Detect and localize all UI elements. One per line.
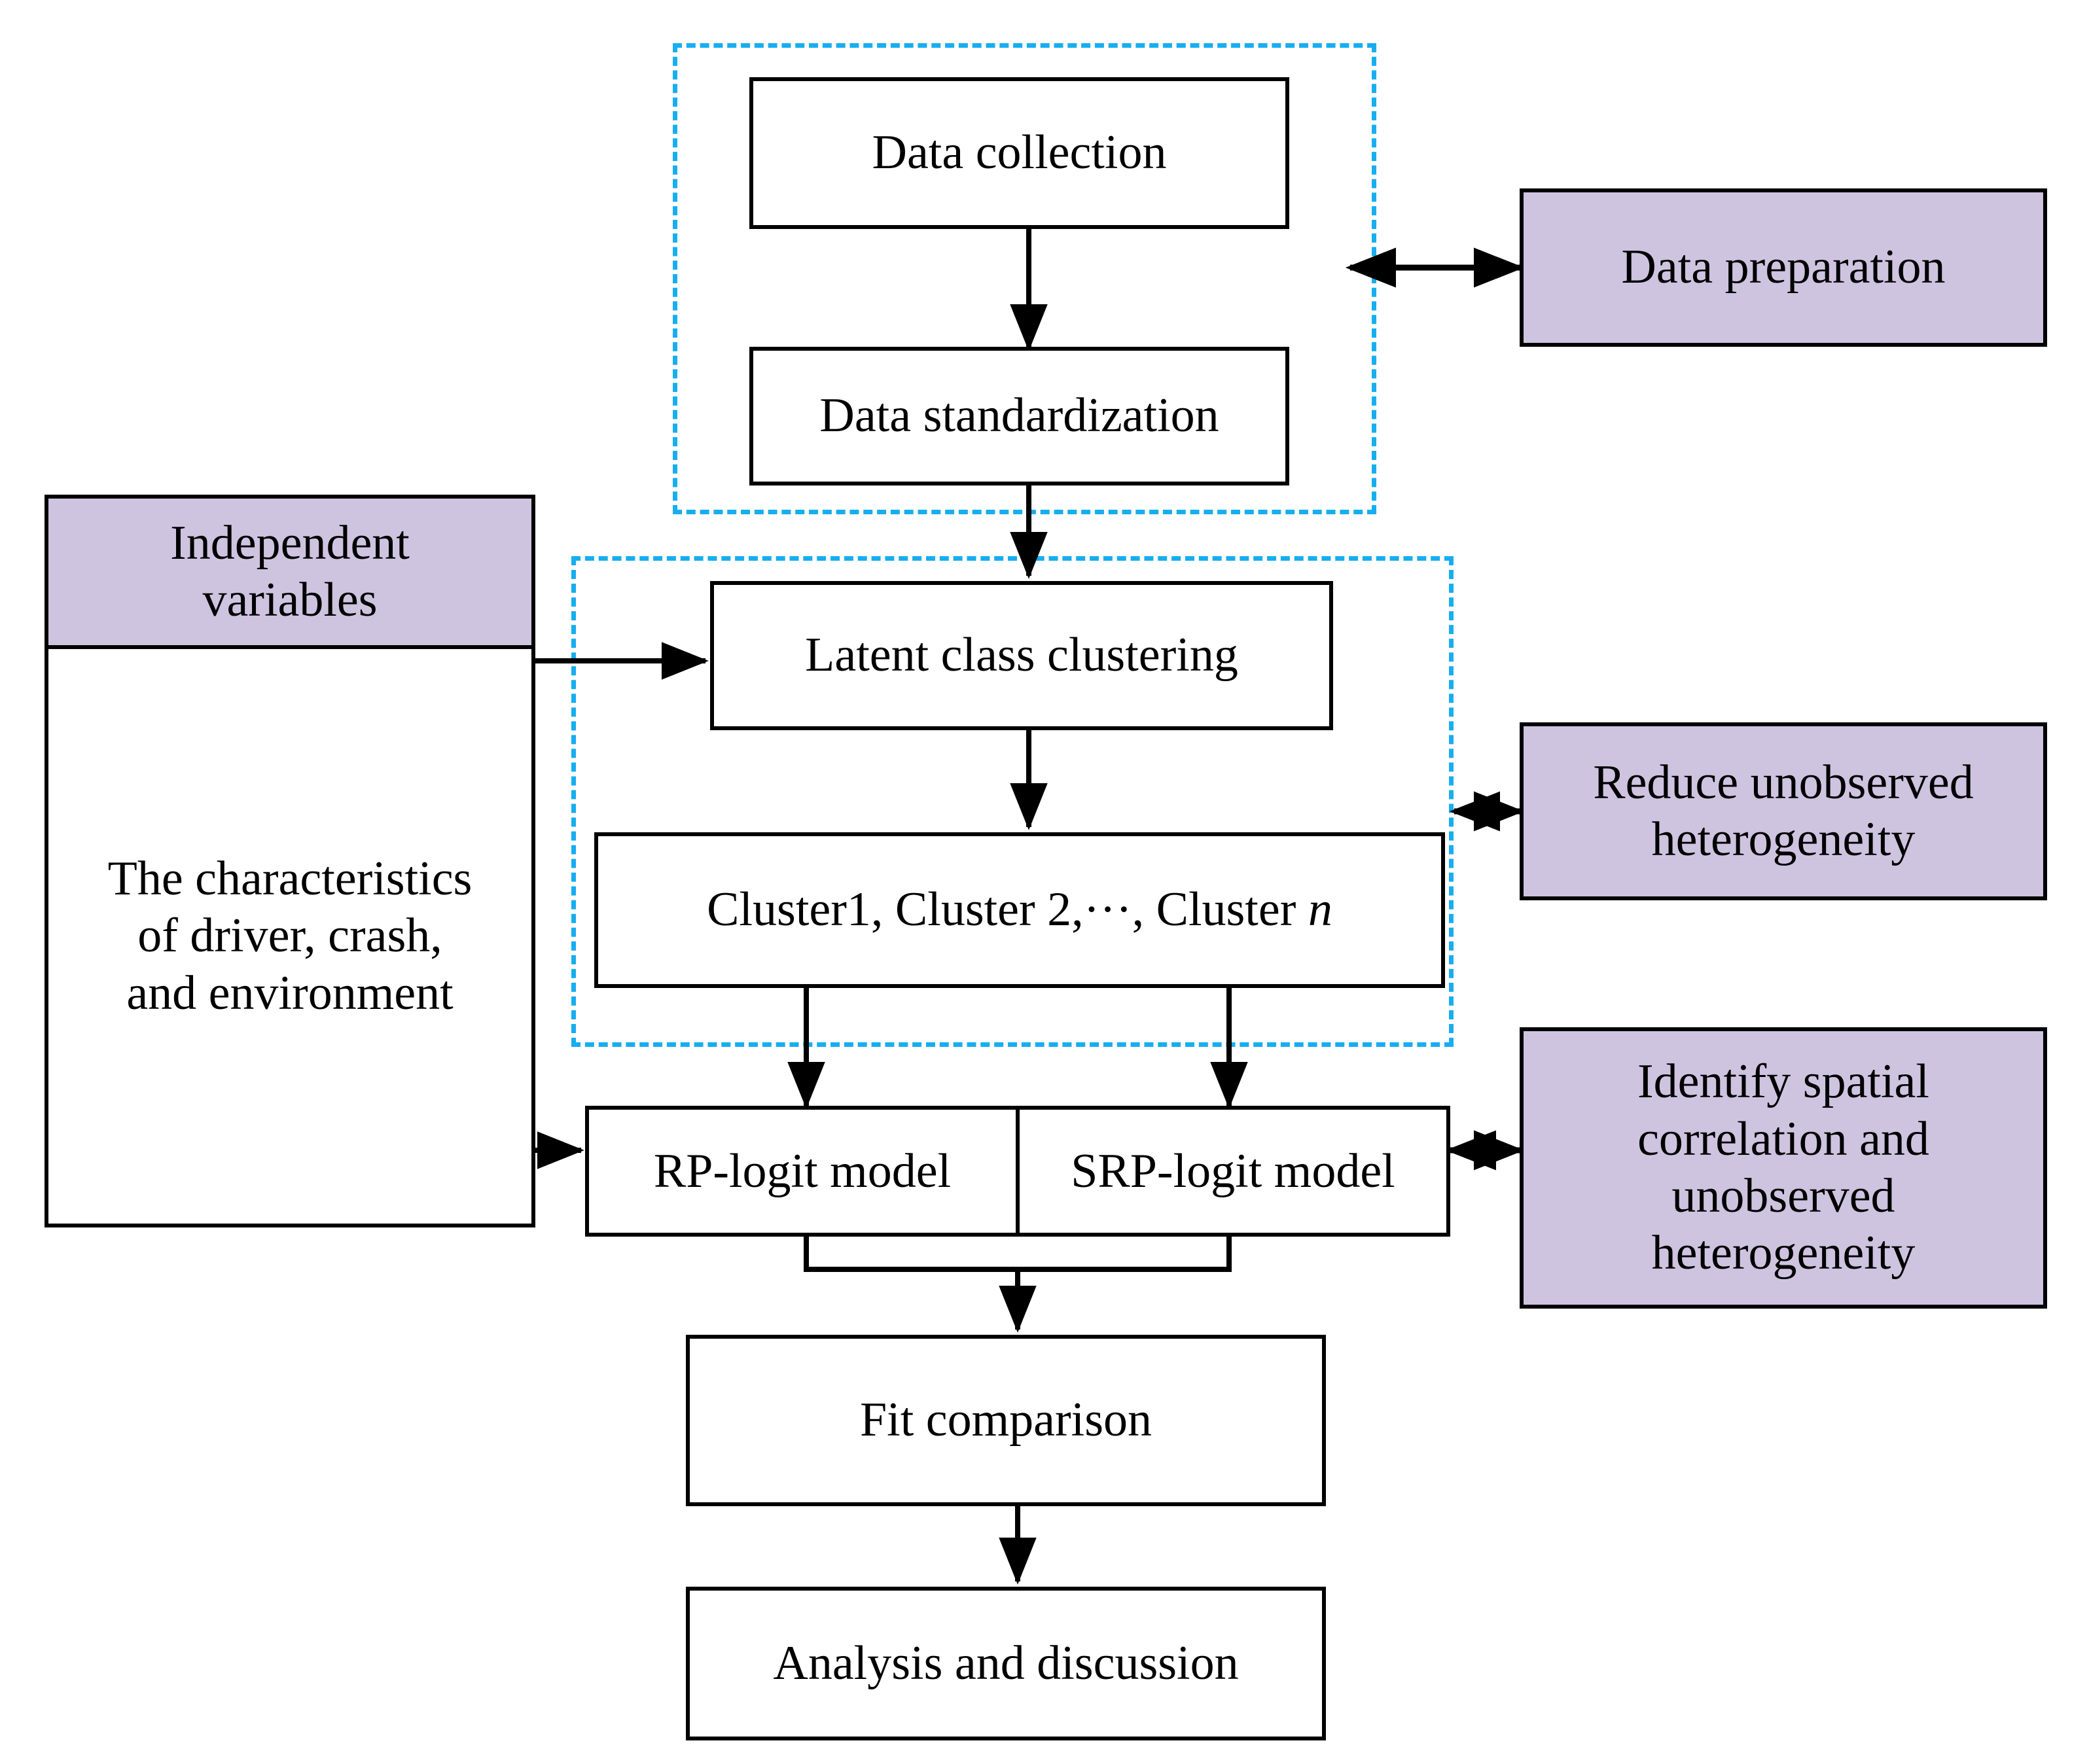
node-data-standardization[interactable]: Data standardization: [749, 347, 1289, 485]
node-independent-variables-label: Independent variables: [170, 516, 410, 627]
node-srp-logit-model-label: SRP-logit model: [1071, 1144, 1395, 1198]
node-rp-logit-model[interactable]: RP-logit model: [589, 1110, 1020, 1233]
node-identify-spatial-correlation[interactable]: Identify spatial correlation and unobser…: [1520, 1027, 2047, 1309]
node-rp-logit-model-label: RP-logit model: [653, 1144, 952, 1198]
node-clusters-italic-n: n: [1308, 883, 1332, 937]
node-latent-class-clustering[interactable]: Latent class clustering: [710, 581, 1333, 730]
node-data-collection[interactable]: Data collection: [749, 77, 1289, 229]
connector-models-to-fit-comparison: [804, 1237, 1232, 1272]
node-independent-variables[interactable]: Independent variables: [45, 495, 535, 649]
node-models-pair: RP-logit model SRP-logit model: [585, 1106, 1450, 1237]
node-characteristics[interactable]: The characteristics of driver, crash, an…: [45, 645, 535, 1227]
node-data-preparation-label: Data preparation: [1621, 240, 1946, 294]
node-clusters[interactable]: Cluster1, Cluster 2,···, Cluster n: [594, 832, 1445, 988]
node-clusters-prefix: Cluster1, Cluster 2,···, Cluster: [707, 883, 1308, 937]
node-reduce-unobserved-heterogeneity-label: Reduce unobserved heterogeneity: [1593, 755, 1974, 866]
node-data-standardization-label: Data standardization: [819, 389, 1219, 443]
node-reduce-unobserved-heterogeneity[interactable]: Reduce unobserved heterogeneity: [1520, 722, 2047, 900]
node-latent-class-clustering-label: Latent class clustering: [805, 628, 1238, 682]
node-characteristics-label: The characteristics of driver, crash, an…: [107, 852, 473, 1020]
node-fit-comparison-label: Fit comparison: [859, 1393, 1152, 1447]
node-identify-spatial-correlation-label: Identify spatial correlation and unobser…: [1637, 1055, 1929, 1280]
node-analysis-and-discussion-label: Analysis and discussion: [773, 1636, 1239, 1690]
node-analysis-and-discussion[interactable]: Analysis and discussion: [686, 1587, 1326, 1740]
node-clusters-label: Cluster1, Cluster 2,···, Cluster n: [607, 881, 1432, 938]
node-srp-logit-model[interactable]: SRP-logit model: [1020, 1110, 1446, 1233]
node-data-collection-label: Data collection: [872, 126, 1167, 180]
node-data-preparation[interactable]: Data preparation: [1520, 188, 2047, 347]
node-fit-comparison[interactable]: Fit comparison: [686, 1335, 1326, 1506]
